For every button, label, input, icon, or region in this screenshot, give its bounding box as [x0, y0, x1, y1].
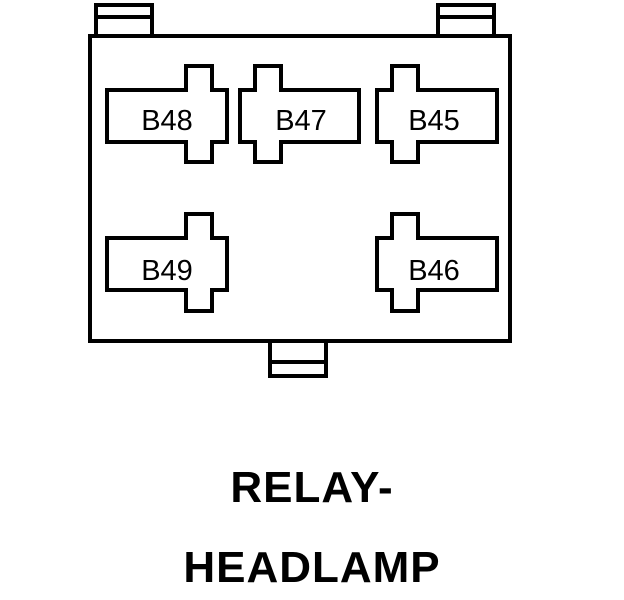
- terminal-b46: B46: [375, 212, 499, 313]
- terminal-b45-label: B45: [408, 105, 460, 137]
- caption-line-1: RELAY-: [230, 463, 394, 512]
- terminal-b46-label: B46: [408, 255, 460, 287]
- terminal-b47: B47: [238, 64, 361, 164]
- terminal-b49-label: B49: [141, 255, 193, 287]
- terminal-b49: B49: [105, 212, 229, 313]
- terminal-b48-label: B48: [141, 105, 193, 137]
- terminal-b45: B45: [375, 64, 499, 164]
- terminal-b47-label: B47: [275, 105, 327, 137]
- relay-body: [88, 34, 512, 343]
- terminal-b48: B48: [105, 64, 229, 164]
- caption-line-2: HEADLAMP: [183, 543, 441, 592]
